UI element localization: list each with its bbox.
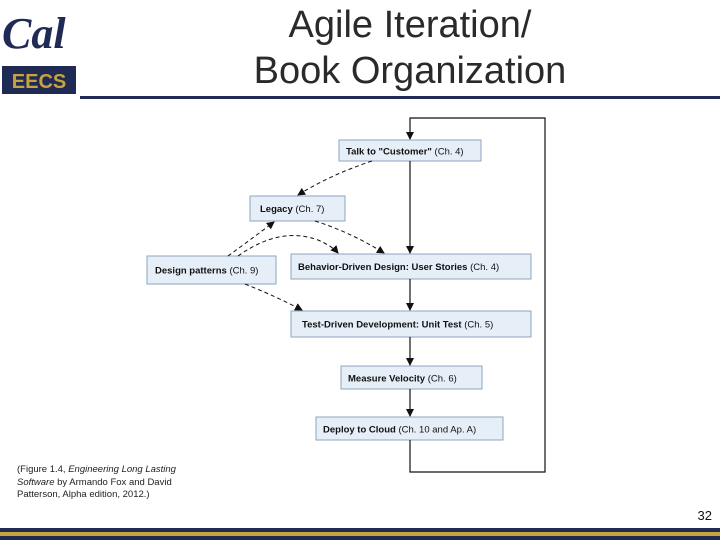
page-number: 32: [697, 508, 712, 523]
slide-title: Agile Iteration/ Book Organization: [200, 2, 620, 94]
svg-text:Behavior-Driven Design: User S: Behavior-Driven Design: User Stories (Ch…: [298, 262, 499, 273]
dashed-legacy-to-bdd: [314, 220, 385, 254]
svg-text:Design patterns (Ch. 9): Design patterns (Ch. 9): [155, 266, 258, 277]
svg-text:Measure Velocity (Ch. 6): Measure Velocity (Ch. 6): [348, 374, 457, 385]
box-talk-to-customer: Talk to "Customer" (Ch. 4): [338, 139, 482, 162]
box-test-driven-development: Test-Driven Development: Unit Test (Ch. …: [290, 310, 532, 338]
title-line-2: Book Organization: [253, 50, 567, 92]
footer-band: [0, 528, 720, 540]
footer-gold-stripe: [0, 532, 720, 536]
box-deploy-to-cloud: Deploy to Cloud (Ch. 10 and Ap. A): [315, 416, 504, 441]
box-legacy: Legacy (Ch. 7): [249, 195, 346, 222]
cal-eecs-logo: Cal EECS: [2, 9, 76, 94]
logo-eecs-text: EECS: [12, 71, 66, 93]
box-measure-velocity: Measure Velocity (Ch. 6): [340, 365, 483, 390]
box-design-patterns: Design patterns (Ch. 9): [146, 255, 277, 285]
title-underline: [80, 96, 720, 99]
caption-book-title: Engineering Long Lasting Software: [17, 464, 176, 488]
svg-text:Deploy to Cloud (Ch. 10 and Ap: Deploy to Cloud (Ch. 10 and Ap. A): [323, 425, 476, 436]
logo-cal-text: Cal: [2, 9, 66, 58]
box-behavior-driven-design: Behavior-Driven Design: User Stories (Ch…: [290, 253, 532, 280]
dashed-talk-to-legacy: [297, 160, 373, 196]
dashed-design-to-legacy: [227, 221, 275, 257]
title-line-1: Agile Iteration/: [288, 4, 532, 46]
svg-text:Legacy (Ch. 7): Legacy (Ch. 7): [260, 204, 324, 215]
dashed-design-to-tdd: [244, 283, 303, 311]
logo-eecs-badge: [2, 66, 76, 94]
svg-text:Talk to "Customer" (Ch. 4): Talk to "Customer" (Ch. 4): [346, 147, 464, 158]
arrow-loop-back: [406, 117, 546, 473]
figure-caption: (Figure 1.4, Engineering Long Lasting So…: [17, 464, 207, 502]
dashed-design-to-bdd: [237, 235, 339, 257]
caption-prefix: (Figure 1.4,: [17, 464, 69, 475]
svg-text:Test-Driven Development: Unit: Test-Driven Development: Unit Test (Ch. …: [302, 320, 493, 331]
caption-suffix: by Armando Fox and David Patterson, Alph…: [17, 476, 172, 501]
